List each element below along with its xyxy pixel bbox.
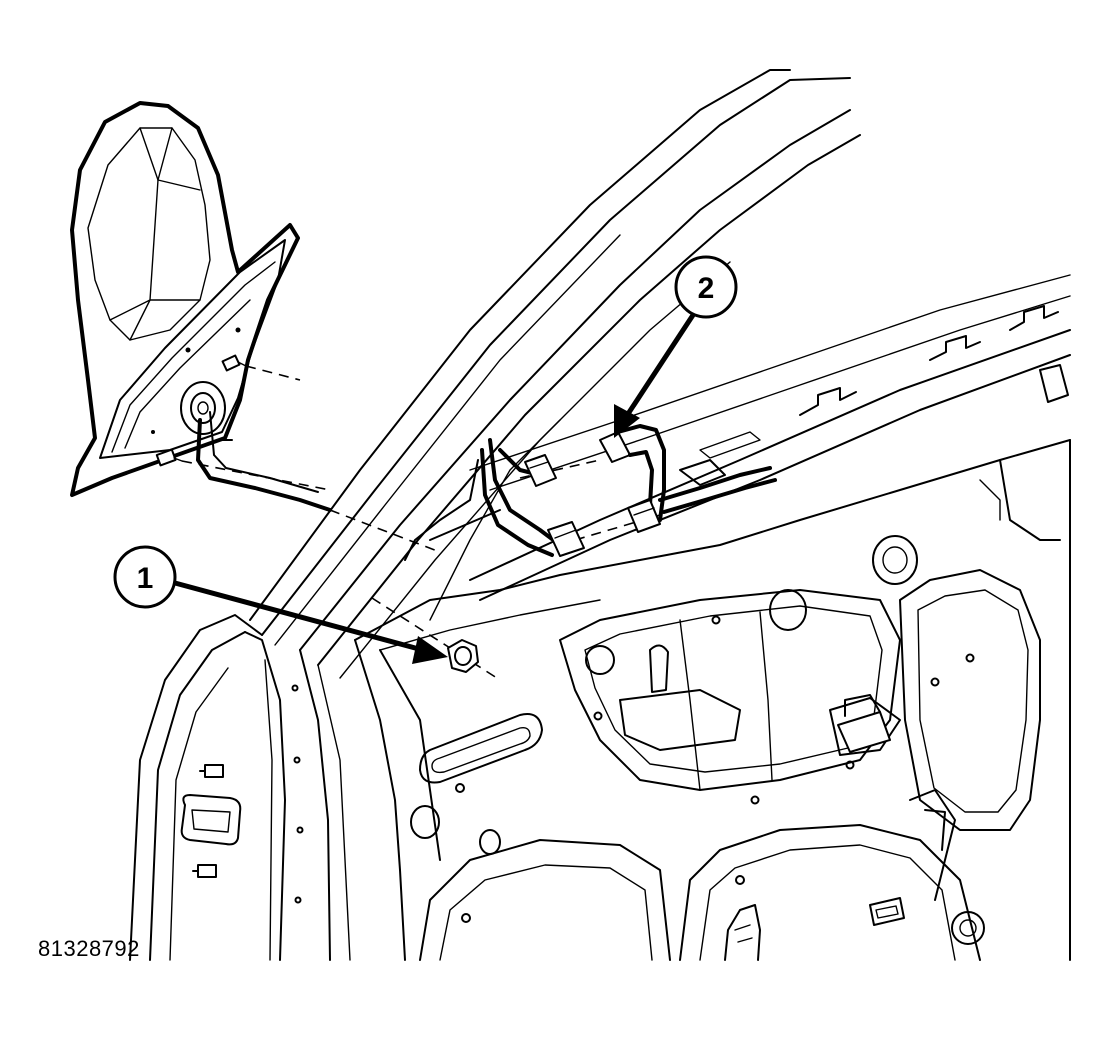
callout-1-leader	[174, 580, 431, 655]
harness-connector-left	[524, 454, 557, 487]
callout-1-number: 1	[137, 562, 154, 595]
panel-round-hole-4	[769, 589, 807, 631]
door-window-frame	[249, 69, 861, 679]
panel-round-hole-5	[951, 911, 985, 945]
inner-door-panel	[129, 439, 1071, 961]
callout-2-leader	[621, 310, 698, 422]
mirror-sail-flange	[99, 239, 286, 459]
callout-1-circle	[113, 545, 177, 609]
door-beltline	[429, 274, 1071, 601]
mirror-grommet	[180, 381, 226, 435]
panel-round-hole-3	[872, 535, 918, 585]
callout-2-number: 2	[698, 272, 715, 305]
harness-connector-mid	[547, 521, 585, 557]
panel-round-hole-6	[585, 645, 615, 675]
panel-round-hole-1	[410, 805, 440, 839]
harness-connector-right	[627, 499, 661, 533]
mirror-housing	[70, 101, 300, 497]
mirror-wire-lead	[196, 418, 332, 512]
callout-1: 1	[113, 545, 448, 664]
panel-round-hole-2	[479, 829, 501, 855]
alignment-lines	[181, 365, 661, 681]
figure-id-label: 81328792	[38, 936, 140, 961]
panel-slot-front	[180, 794, 242, 846]
callout-2-circle	[674, 255, 738, 319]
hinge-stud-upper	[199, 764, 224, 778]
callout-2-arrowhead	[614, 404, 640, 438]
callout-1-arrowhead	[412, 636, 448, 664]
hinge-stud-lower	[192, 864, 217, 878]
mirror-mounting-nut	[447, 639, 479, 673]
mirror-stud-lower	[155, 448, 183, 467]
callout-2: 2	[614, 255, 738, 438]
door-wire-harness	[404, 424, 777, 561]
outside-mirror	[70, 101, 332, 512]
mirror-stud-upper	[221, 354, 247, 372]
panel-slot-left	[419, 713, 543, 784]
